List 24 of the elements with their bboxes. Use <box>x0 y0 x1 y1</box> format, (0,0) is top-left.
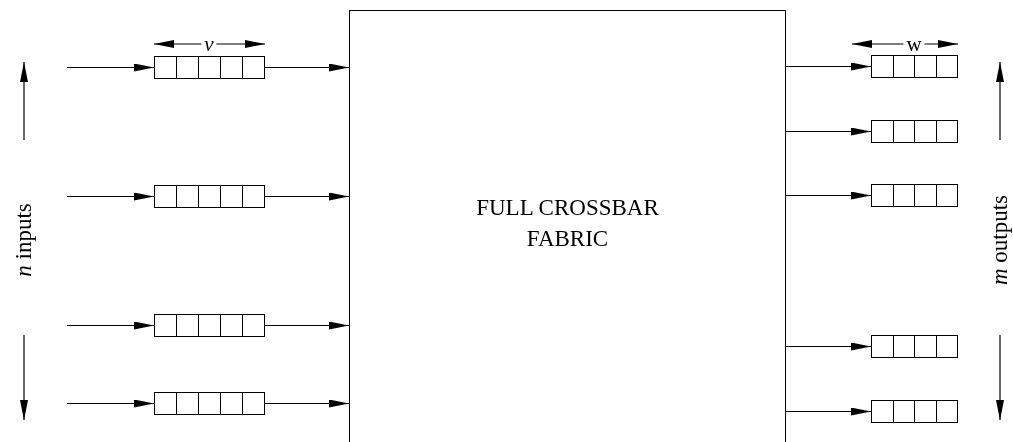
queue-buffer <box>154 56 265 79</box>
arrow <box>264 63 350 72</box>
arrow <box>66 192 155 201</box>
box-label: FULL CROSSBAR FABRIC <box>475 193 660 253</box>
crossbar-box <box>349 10 786 442</box>
queue-buffer <box>871 184 958 207</box>
arrow <box>785 191 872 200</box>
queue-buffer <box>871 120 958 143</box>
queue-buffer <box>154 185 265 208</box>
arrow <box>785 407 872 416</box>
arrow <box>785 62 872 71</box>
arrow <box>264 399 350 408</box>
arrow <box>66 63 155 72</box>
arrow <box>264 192 350 201</box>
queue-buffer <box>871 55 958 78</box>
queue-buffer <box>871 335 958 358</box>
arrow <box>785 342 872 351</box>
arrow <box>66 321 155 330</box>
queue-buffer <box>871 400 958 423</box>
arrow <box>785 127 872 136</box>
queue-buffer <box>154 314 265 337</box>
arrow <box>264 321 350 330</box>
arrow <box>66 399 155 408</box>
queue-buffer <box>154 392 265 415</box>
